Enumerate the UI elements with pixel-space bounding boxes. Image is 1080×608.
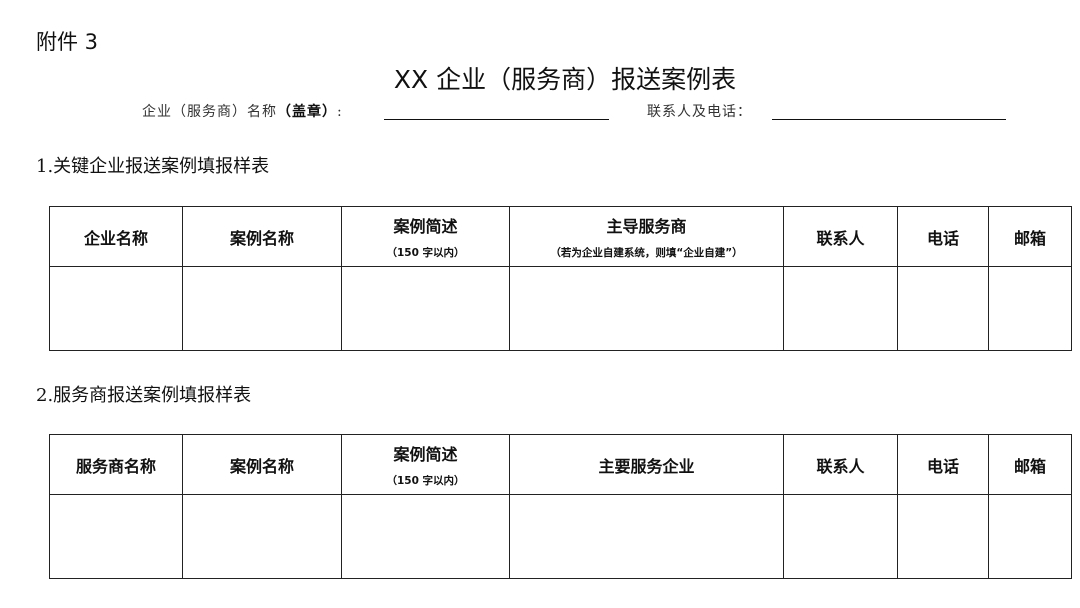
seal-label: （盖章） xyxy=(277,104,337,120)
header-lead-provider: 主导服务商 （若为企业自建系统，则填“企业自建”） xyxy=(509,206,784,267)
colon: : xyxy=(337,104,343,120)
provider-case-table: 服务商名称 案例名称 案例简述 （150 字以内） 主要服务企业 联系人 电话 邮… xyxy=(49,434,1072,579)
case-desc-note: （150 字以内） xyxy=(386,247,465,259)
header-case-name: 案例名称 xyxy=(182,206,342,267)
header-email: 邮箱 xyxy=(988,434,1072,495)
header-contact: 联系人 xyxy=(783,434,898,495)
header-case-name: 案例名称 xyxy=(182,434,342,495)
key-enterprise-case-table: 企业名称 案例名称 案例简述 （150 字以内） 主导服务商 （若为企业自建系统，则… xyxy=(49,206,1072,351)
cell-case-name[interactable] xyxy=(182,494,342,579)
table-row xyxy=(49,494,1072,579)
cell-email[interactable] xyxy=(988,494,1072,579)
cell-provider-name[interactable] xyxy=(49,494,183,579)
contact-blank-line xyxy=(772,119,1006,120)
cell-phone[interactable] xyxy=(897,494,989,579)
cell-phone[interactable] xyxy=(897,266,989,351)
header-lead-provider-label: 主导服务商 xyxy=(606,217,687,236)
header-case-desc: 案例简述 （150 字以内） xyxy=(341,434,510,495)
company-name-blank-line xyxy=(384,119,609,120)
header-case-desc: 案例简述 （150 字以内） xyxy=(341,206,510,267)
header-contact: 联系人 xyxy=(783,206,898,267)
cell-contact[interactable] xyxy=(783,266,898,351)
contact-label: 联系人及电话： xyxy=(647,104,752,120)
attachment-label: 附件 3 xyxy=(36,30,99,54)
section-2-heading: 2.服务商报送案例填报样表 xyxy=(36,385,252,406)
cell-lead-provider[interactable] xyxy=(509,266,784,351)
header-main-served-company: 主要服务企业 xyxy=(509,434,784,495)
cell-case-desc[interactable] xyxy=(341,494,510,579)
section-1-heading: 1.关键企业报送案例填报样表 xyxy=(36,156,270,177)
page-title: XX 企业（服务商）报送案例表 xyxy=(393,65,737,94)
header-email: 邮箱 xyxy=(988,206,1072,267)
cell-company-name[interactable] xyxy=(49,266,183,351)
case-desc-note: （150 字以内） xyxy=(386,475,465,487)
provider-note: （若为企业自建系统，则填“企业自建”） xyxy=(550,247,743,259)
header-case-desc-label: 案例简述 xyxy=(393,217,458,236)
submission-info-line: 企业（服务商）名称（盖章）: 联系人及电话： xyxy=(142,101,1006,121)
table-header-row: 服务商名称 案例名称 案例简述 （150 字以内） 主要服务企业 联系人 电话 邮… xyxy=(49,434,1072,495)
cell-email[interactable] xyxy=(988,266,1072,351)
cell-case-name[interactable] xyxy=(182,266,342,351)
cell-contact[interactable] xyxy=(783,494,898,579)
header-phone: 电话 xyxy=(897,434,989,495)
company-name-label: 企业（服务商）名称 xyxy=(142,104,277,120)
header-case-desc-label: 案例简述 xyxy=(393,445,458,464)
header-phone: 电话 xyxy=(897,206,989,267)
cell-main-served-company[interactable] xyxy=(509,494,784,579)
header-company-name: 企业名称 xyxy=(49,206,183,267)
table-row xyxy=(49,266,1072,351)
header-provider-name: 服务商名称 xyxy=(49,434,183,495)
table-header-row: 企业名称 案例名称 案例简述 （150 字以内） 主导服务商 （若为企业自建系统，则… xyxy=(49,206,1072,267)
cell-case-desc[interactable] xyxy=(341,266,510,351)
